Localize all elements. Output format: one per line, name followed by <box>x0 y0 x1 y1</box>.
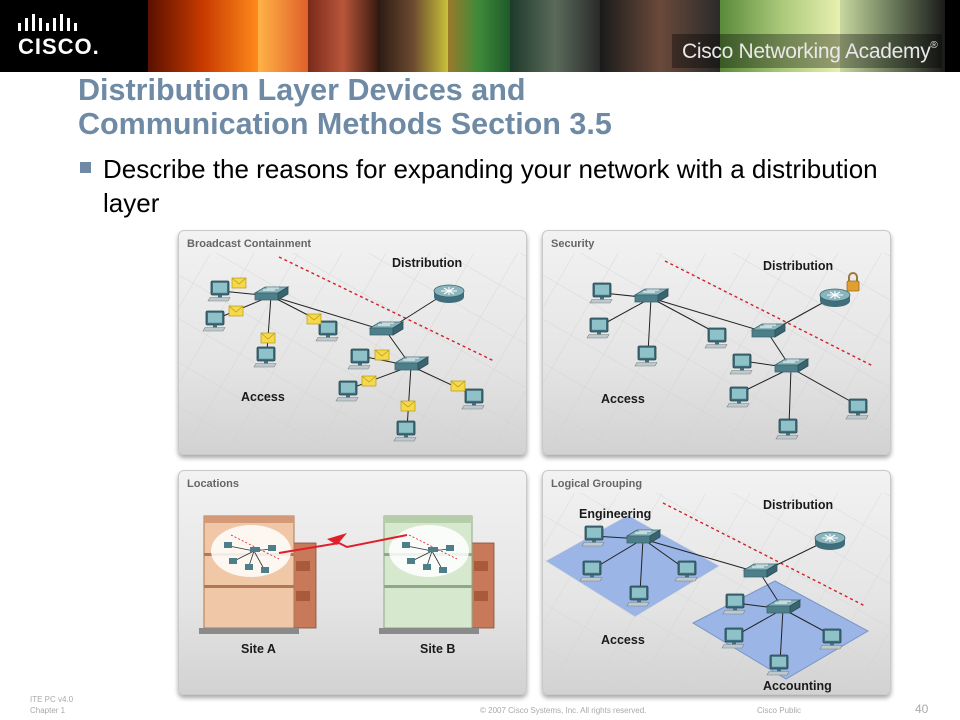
panel-security: Distribution Access Security <box>542 230 891 455</box>
pc-icon <box>393 420 417 442</box>
panel-broadcast-containment: Distribution Access Broadcast Containmen… <box>178 230 527 455</box>
pc-icon <box>253 346 277 368</box>
photo-strip-1 <box>148 0 258 72</box>
panel-title: Broadcast Containment <box>187 238 312 250</box>
router-icon <box>814 531 846 551</box>
panel-title: Security <box>551 238 595 250</box>
pc-icon <box>634 345 658 367</box>
photo-strip-3 <box>308 0 378 72</box>
page-number: 40 <box>915 702 929 716</box>
footer-classification: Cisco Public <box>757 706 802 715</box>
academy-title: Cisco Networking Academy® <box>682 40 938 64</box>
photo-strip-6 <box>510 0 600 72</box>
pc-icon <box>819 628 843 650</box>
footer-course: ITE PC v4.0 <box>30 695 74 704</box>
label-site-a: Site A <box>241 642 276 656</box>
lightning-icon <box>327 533 347 545</box>
broadcast-envelope-icon <box>400 400 416 412</box>
panel-title: Locations <box>187 478 239 490</box>
divider-line <box>662 502 866 607</box>
broadcast-envelope-icon <box>361 375 377 387</box>
divider-line <box>664 260 874 367</box>
broadcast-envelope-icon <box>450 380 466 392</box>
panel-locations: Site A Site B Locations <box>178 470 527 695</box>
label-access: Access <box>601 633 645 647</box>
label-engineering: Engineering <box>579 507 651 521</box>
photo-strip-5 <box>448 0 510 72</box>
footer-copyright: © 2007 Cisco Systems, Inc. All rights re… <box>480 706 647 715</box>
locations-diagram: Site A Site B <box>199 515 495 656</box>
panel-logical-grouping: Engineering Distribution Access Accounti… <box>542 470 891 695</box>
bullet-text: Describe the reasons for expanding your … <box>103 154 878 218</box>
site-b-devices <box>402 542 454 573</box>
broadcast-envelope-icon <box>228 305 244 317</box>
pc-icon <box>722 593 746 615</box>
pc-icon <box>729 353 753 375</box>
bullet-square-icon <box>80 162 91 173</box>
pc-icon <box>589 282 613 304</box>
security-diagram: Distribution Access <box>543 253 890 454</box>
pc-icon <box>674 560 698 582</box>
pc-icon <box>207 280 231 302</box>
photo-strip-4 <box>378 0 448 72</box>
label-distribution: Distribution <box>392 256 462 270</box>
label-distribution: Distribution <box>763 259 833 273</box>
photo-strip-9 <box>840 0 945 72</box>
academy-backdrop <box>672 34 942 68</box>
footer-chapter: Chapter 1 <box>30 706 66 715</box>
label-site-b: Site B <box>420 642 455 656</box>
pc-icon <box>335 380 359 402</box>
photo-strip-8 <box>720 0 840 72</box>
site-b-network <box>406 534 458 570</box>
cisco-wordmark: CISCO. <box>18 34 100 59</box>
label-access: Access <box>601 392 645 406</box>
pc-icon <box>766 654 790 676</box>
divider-line <box>278 256 495 362</box>
pc-icon <box>581 525 605 547</box>
pc-icon <box>586 317 610 339</box>
router-icon <box>819 288 851 308</box>
pc-icon <box>626 585 650 607</box>
broadcast-diagram: Distribution Access <box>179 253 526 454</box>
broadcast-envelope-icon <box>306 313 322 325</box>
pc-icon <box>775 418 799 440</box>
photo-strip-2 <box>258 0 308 72</box>
broadcast-envelope-icon <box>374 349 390 361</box>
site-a-devices <box>224 542 276 573</box>
broadcast-envelope-icon <box>231 277 247 289</box>
logical-grouping-diagram: Engineering Distribution Access Accounti… <box>543 493 890 694</box>
router-icon <box>433 284 465 304</box>
broadcast-envelope-icon <box>260 332 276 344</box>
building-site-b-icon <box>379 515 495 634</box>
wan-link-icon <box>278 534 408 554</box>
pc-icon <box>461 388 485 410</box>
slide-title-line1: Distribution Layer Devices and <box>78 73 526 107</box>
panel-title: Logical Grouping <box>551 478 643 490</box>
header-banner: CISCO. Cisco Networking Academy® <box>0 0 960 72</box>
pc-icon <box>202 310 226 332</box>
label-accounting: Accounting <box>763 679 832 693</box>
photo-strip-7 <box>600 0 720 72</box>
pc-icon <box>347 348 371 370</box>
pc-icon <box>726 386 750 408</box>
building-site-a-icon <box>199 515 317 634</box>
cisco-bars-icon <box>18 14 77 31</box>
pc-icon <box>845 398 869 420</box>
slide-title: Distribution Layer Devices and Communica… <box>78 73 938 141</box>
pc-icon <box>704 327 728 349</box>
site-a-network <box>228 534 280 570</box>
pc-icon <box>721 627 745 649</box>
cisco-logo: CISCO. <box>14 14 134 60</box>
registered-mark: ® <box>930 40 938 51</box>
pc-icon <box>579 560 603 582</box>
label-distribution: Distribution <box>763 498 833 512</box>
academy-name: Cisco Networking Academy <box>682 40 931 63</box>
slide-title-line2: Communication Methods Section 3.5 <box>78 107 612 141</box>
label-access: Access <box>241 390 285 404</box>
